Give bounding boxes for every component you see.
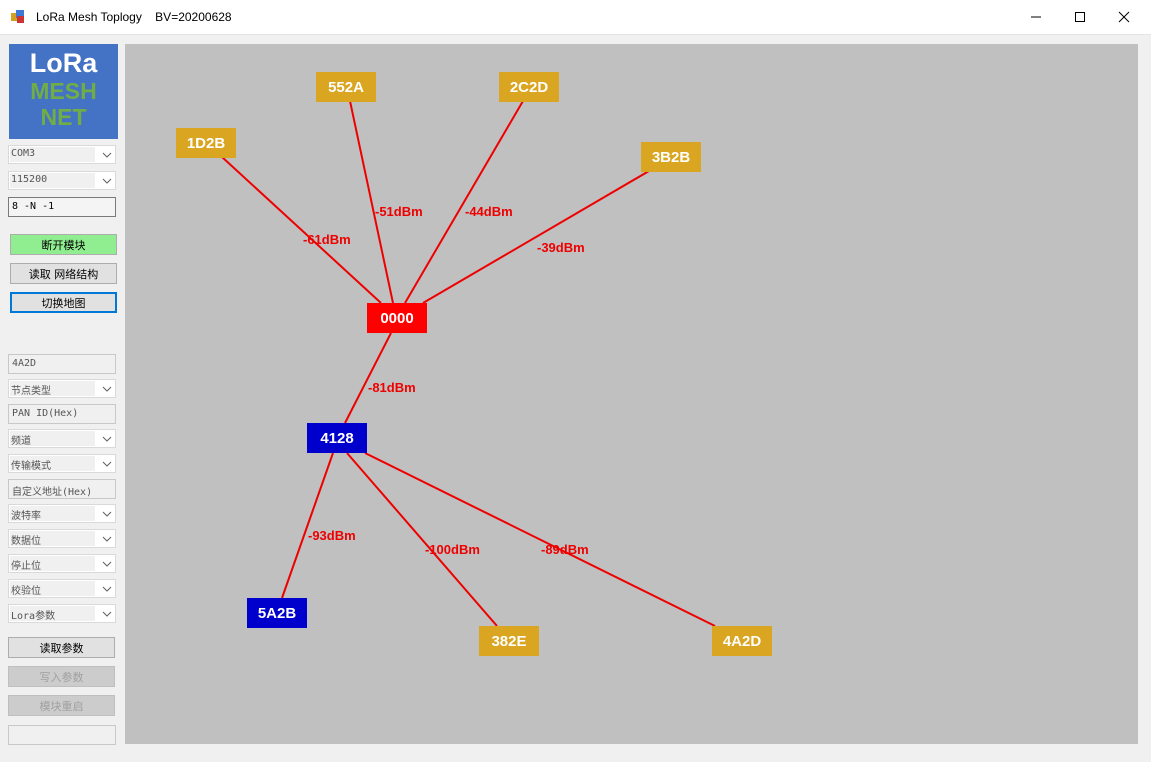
lora-params-select[interactable]: Lora参数	[8, 604, 116, 623]
node-id-field[interactable]: 4A2D	[8, 354, 116, 374]
chevron-down-icon	[102, 461, 112, 467]
node-0000[interactable]: 0000	[367, 303, 427, 333]
chevron-down-icon	[102, 511, 112, 517]
link-rssi-label-4128-5A2B: -93dBm	[308, 528, 356, 543]
app-icon	[11, 10, 24, 23]
baud-rate-value: 波特率	[11, 511, 41, 522]
disconnect-button[interactable]: 断开模块	[10, 234, 117, 255]
chevron-down-icon	[102, 436, 112, 442]
custom-address-field[interactable]: 自定义地址(Hex)	[8, 479, 116, 499]
stop-bits-select[interactable]: 停止位	[8, 554, 116, 573]
channel-value: 频道	[11, 436, 31, 447]
switch-map-button[interactable]: 切换地图	[10, 292, 117, 313]
transfer-mode-select[interactable]: 传输模式	[8, 454, 116, 473]
chevron-down-icon	[102, 386, 112, 392]
link-rssi-label-4128-4A2D: -89dBm	[541, 542, 589, 557]
parity-select[interactable]: 校验位	[8, 579, 116, 598]
lora-mesh-logo: LoRa MESH NET	[9, 44, 118, 139]
node-4a2d[interactable]: 4A2D	[712, 626, 772, 656]
pan-id-value: PAN ID(Hex)	[12, 408, 79, 419]
node-1d2b[interactable]: 1D2B	[176, 128, 236, 158]
link-rssi-label-0000-4128: -81dBm	[368, 380, 416, 395]
custom-address-value: 自定义地址(Hex)	[12, 487, 93, 498]
read-params-button[interactable]: 读取参数	[8, 637, 115, 658]
close-button[interactable]	[1101, 0, 1147, 34]
link-line-0000-552A	[349, 100, 394, 304]
stop-bits-value: 停止位	[11, 561, 41, 572]
chevron-down-icon	[102, 152, 112, 158]
status-field[interactable]	[8, 725, 116, 745]
minimize-button[interactable]	[1013, 0, 1059, 34]
write-params-button[interactable]: 写入参数	[8, 666, 115, 687]
close-icon	[1118, 11, 1130, 23]
link-line-4128-382E	[346, 452, 498, 627]
node-4128[interactable]: 4128	[307, 423, 367, 453]
link-line-0000-2C2D	[404, 100, 524, 304]
topology-canvas[interactable]: -61dBm -51dBm -44dBm -39dBm -81dBm -93dBm -100…	[125, 44, 1138, 744]
title-bar: LoRa Mesh Toplogy BV=20200628	[0, 0, 1151, 35]
data-bits-select[interactable]: 数据位	[8, 529, 116, 548]
link-line-0000-3B2B	[422, 170, 650, 304]
window-title: LoRa Mesh Toplogy BV=20200628	[36, 10, 232, 24]
restart-module-button[interactable]: 模块重启	[8, 695, 115, 716]
parity-value: 校验位	[11, 586, 41, 597]
node-382e[interactable]: 382E	[479, 626, 539, 656]
transfer-mode-value: 传输模式	[11, 461, 51, 472]
data-bits-value: 数据位	[11, 536, 41, 547]
lora-params-value: Lora参数	[11, 611, 56, 622]
pan-id-field[interactable]: PAN ID(Hex)	[8, 404, 116, 424]
link-rssi-label-0000-3B2B: -39dBm	[537, 240, 585, 255]
serial-format-value: 8 -N -1	[12, 201, 55, 212]
node-type-value: 节点类型	[11, 386, 51, 397]
logo-line-1: LoRa	[29, 48, 98, 78]
topology-links	[221, 100, 716, 627]
read-topology-button[interactable]: 读取 网络结构	[10, 263, 117, 284]
channel-select[interactable]: 频道	[8, 429, 116, 448]
node-5a2b[interactable]: 5A2B	[247, 598, 307, 628]
chevron-down-icon	[102, 586, 112, 592]
node-id-value: 4A2D	[12, 358, 37, 369]
minimize-icon	[1031, 16, 1041, 18]
com-port-select[interactable]: COM3	[8, 145, 116, 164]
link-rssi-label-0000-552A: -51dBm	[375, 204, 423, 219]
link-line-4128-4A2D	[364, 452, 716, 627]
logo-line-2: MESH	[30, 78, 97, 104]
maximize-button[interactable]	[1057, 0, 1103, 34]
com-port-value: COM3	[11, 148, 36, 159]
node-2c2d[interactable]: 2C2D	[499, 72, 559, 102]
link-rssi-label-0000-2C2D: -44dBm	[465, 204, 513, 219]
link-line-4128-5A2B	[281, 452, 334, 599]
logo-line-3: NET	[40, 104, 87, 130]
node-552a[interactable]: 552A	[316, 72, 376, 102]
chevron-down-icon	[102, 561, 112, 567]
link-line-0000-1D2B	[221, 156, 382, 304]
chevron-down-icon	[102, 611, 112, 617]
node-type-select[interactable]: 节点类型	[8, 379, 116, 398]
serial-format-field[interactable]: 8 -N -1	[8, 197, 116, 217]
maximize-icon	[1075, 12, 1085, 22]
chevron-down-icon	[102, 178, 112, 184]
chevron-down-icon	[102, 536, 112, 542]
baud-rate-select[interactable]: 波特率	[8, 504, 116, 523]
link-line-0000-4128	[344, 332, 392, 424]
link-rssi-label-4128-382E: -100dBm	[425, 542, 480, 557]
link-rssi-label-0000-1D2B: -61dBm	[303, 232, 351, 247]
node-3b2b[interactable]: 3B2B	[641, 142, 701, 172]
baud-select[interactable]: 115200	[8, 171, 116, 190]
baud-value: 115200	[11, 174, 48, 185]
